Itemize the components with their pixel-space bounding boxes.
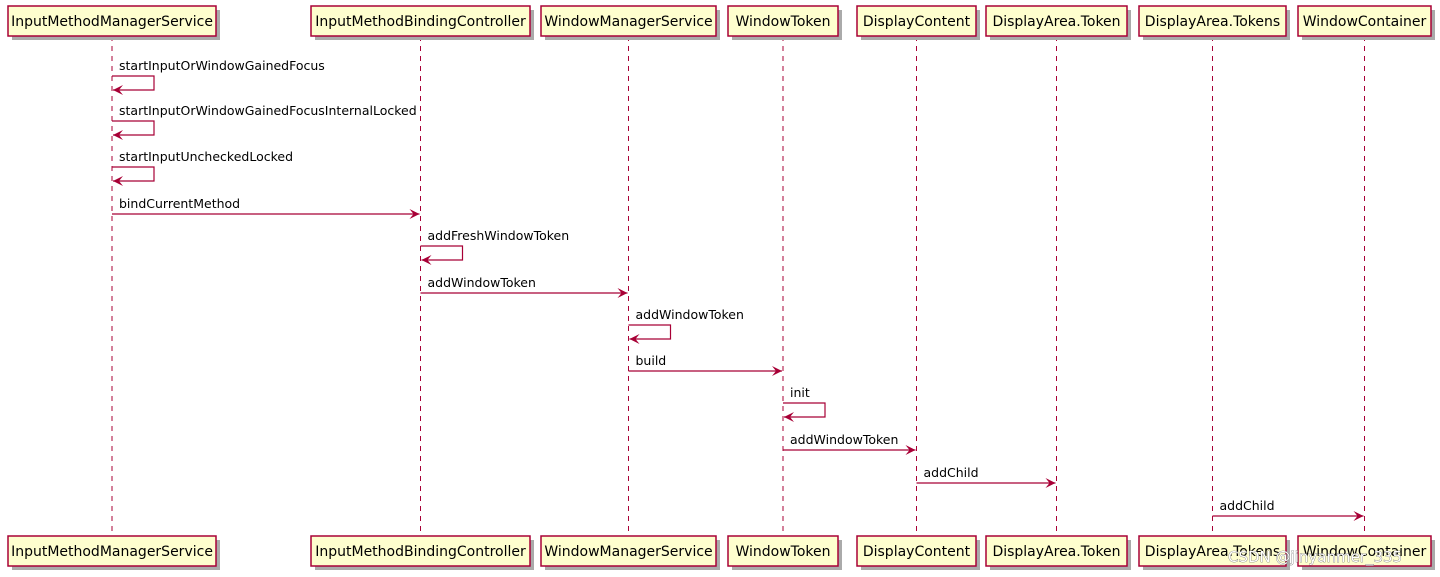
participant-label: DisplayArea.Token [992,14,1120,30]
participant-label: WindowToken [735,544,830,560]
participant-box [856,535,977,567]
message-label: addFreshWindowToken [428,228,570,243]
participant-label: WindowManagerService [544,14,712,30]
participant-box [7,535,217,567]
participant-imbc-top: InputMethodBindingController [310,5,534,40]
participant-label: DisplayContent [863,14,971,30]
participant-box [540,535,717,567]
participant-label: WindowContainer [1303,14,1427,30]
participant-label: WindowManagerService [544,544,712,560]
participant-dc-top: DisplayContent [856,5,980,40]
participant-box [1297,535,1432,567]
participant-wms-top: WindowManagerService [540,5,720,40]
participant-box [985,5,1128,37]
participant-wt-top: WindowToken [727,5,842,40]
participant-box [856,5,977,37]
message-1: startInputOrWindowGainedFocusInternalLoc… [112,103,417,140]
participant-imbc-bottom: InputMethodBindingController [310,535,534,570]
message-label: init [790,385,810,400]
participant-box [310,5,531,37]
message-label: startInputUncheckedLocked [119,149,293,164]
message-arrow [420,245,464,265]
message-6: addWindowToken [628,307,744,344]
message-label: bindCurrentMethod [119,196,240,211]
participant-box [985,535,1128,567]
message-11: addChild [1212,498,1364,521]
participant-box [540,5,717,37]
message-label: addWindowToken [790,432,898,447]
message-4: addFreshWindowToken [420,228,570,265]
participant-label: InputMethodManagerService [11,544,213,560]
message-5: addWindowToken [420,275,628,298]
participant-wc-bottom: WindowContainer [1297,535,1435,570]
participant-dat-top: DisplayArea.Token [985,5,1131,40]
message-3: bindCurrentMethod [112,196,420,219]
message-arrow [628,324,672,344]
participant-box [1297,5,1432,37]
participant-dc-bottom: DisplayContent [856,535,980,570]
message-label: addChild [1220,498,1275,513]
participant-label: DisplayContent [863,544,971,560]
message-label: addWindowToken [636,307,744,322]
participant-dats-bottom: DisplayArea.Tokens [1138,535,1290,570]
message-arrow [112,120,155,140]
message-label: addWindowToken [428,275,536,290]
message-10: addChild [916,465,1056,488]
message-7: build [628,353,782,376]
participant-label: WindowToken [735,14,830,30]
message-arrow [112,75,155,95]
participant-box [727,535,839,567]
participants-bottom: InputMethodManagerService InputMethodBind… [7,535,1435,570]
participants-top: InputMethodManagerService InputMethodBind… [7,5,1435,40]
participant-box [310,535,531,567]
participant-box [1138,535,1287,567]
participant-box [727,5,839,37]
participant-label: InputMethodBindingController [315,14,526,30]
participant-label: InputMethodManagerService [11,14,213,30]
participant-dats-top: DisplayArea.Tokens [1138,5,1290,40]
participant-wc-top: WindowContainer [1297,5,1435,40]
lifelines [111,36,1365,536]
watermark: CSDN @jinyanmer_335 [1228,548,1402,567]
participant-wt-bottom: WindowToken [727,535,842,570]
participant-box [7,5,217,37]
message-label: addChild [924,465,979,480]
participant-label: DisplayArea.Token [992,544,1120,560]
message-8: init [783,385,826,422]
message-label: startInputOrWindowGainedFocus [119,58,325,73]
message-0: startInputOrWindowGainedFocus [112,58,325,95]
participant-wms-bottom: WindowManagerService [540,535,720,570]
participant-label: DisplayArea.Tokens [1145,544,1280,560]
participant-dat-bottom: DisplayArea.Token [985,535,1131,570]
participant-imms-top: InputMethodManagerService [7,5,220,40]
participant-box [1138,5,1287,37]
participant-label: DisplayArea.Tokens [1145,14,1280,30]
participant-label: InputMethodBindingController [315,544,526,560]
message-label: build [636,353,667,368]
message-arrow [783,402,826,422]
message-arrow [112,166,155,186]
participant-label: WindowContainer [1303,544,1427,560]
participant-imms-bottom: InputMethodManagerService [7,535,220,570]
message-label: startInputOrWindowGainedFocusInternalLoc… [119,103,417,118]
message-9: addWindowToken [783,432,916,455]
messages: startInputOrWindowGainedFocus startInputO… [112,58,1364,521]
message-2: startInputUncheckedLocked [112,149,293,186]
